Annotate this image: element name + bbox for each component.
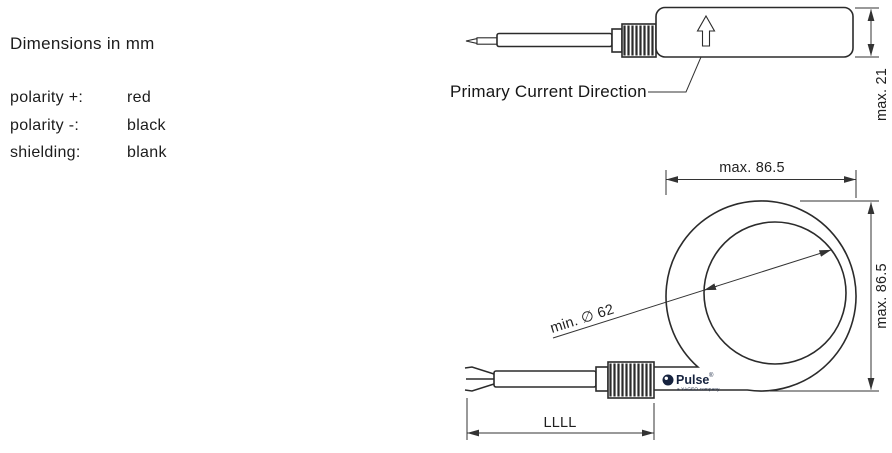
dim-front-width: max. 86.5 [665, 160, 857, 198]
legend-label: shielding: [10, 144, 81, 161]
toroid-inner-hole [703, 221, 847, 365]
dim-front-height-text: max. 86.5 [874, 263, 890, 328]
logo-subtext: a YAGEO company [677, 387, 720, 392]
legend-label: polarity +: [10, 89, 84, 106]
logo-mark-icon [662, 374, 674, 386]
polarity-legend: polarity +: red polarity -: black shield… [10, 84, 167, 167]
brand-logo: Pulse ® a YAGEO company [662, 372, 720, 392]
dim-inner-diameter-text: min. ∅ 62 [548, 302, 616, 337]
logo-mark-highlight [664, 376, 668, 380]
wire-ferrule [476, 37, 498, 45]
cable-front [493, 370, 597, 388]
notes-panel: Dimensions in mm polarity +: red polarit… [10, 34, 167, 167]
dim-side-height: max. 21 [855, 7, 890, 121]
cable-gland-side [621, 23, 657, 58]
legend-value: black [127, 116, 166, 134]
legend-value: red [127, 89, 152, 106]
side-view: Primary Current Direction max. 21 [450, 6, 890, 121]
front-view: min. ∅ 62 Pulse ® a YAGEO company max. 8… [464, 160, 890, 440]
transformer-body-side [655, 6, 854, 58]
stripped-wires [464, 366, 495, 392]
up-arrow-icon [696, 14, 716, 47]
units-note: Dimensions in mm [10, 34, 155, 53]
cable-collar-side [611, 28, 623, 53]
dim-cable-length: LLLL [466, 398, 655, 440]
dim-cable-length-text: LLLL [543, 415, 576, 431]
logo-text: Pulse [676, 373, 709, 387]
cable-collar-front [595, 366, 609, 392]
gland-ribs-side [623, 25, 654, 56]
gland-ribs-front [609, 363, 652, 397]
diameter-line [552, 249, 832, 339]
legend-row-shielding: shielding: blank [10, 139, 167, 167]
legend-value: blank [127, 144, 167, 161]
logo-registered-mark: ® [709, 372, 714, 379]
legend-row-polarity-plus: polarity +: red [10, 84, 167, 112]
wire-tip [465, 37, 478, 45]
cable-side [496, 32, 613, 48]
dim-front-height: max. 86.5 [770, 200, 890, 392]
primary-current-direction-label: Primary Current Direction [450, 82, 647, 101]
legend-label: polarity -: [10, 116, 80, 134]
leader-line [648, 56, 702, 93]
dim-front-width-text: max. 86.5 [719, 160, 784, 176]
legend-row-polarity-minus: polarity -: black [10, 112, 167, 140]
dim-side-height-text: max. 21 [874, 68, 890, 121]
diameter-arrow [704, 283, 718, 291]
